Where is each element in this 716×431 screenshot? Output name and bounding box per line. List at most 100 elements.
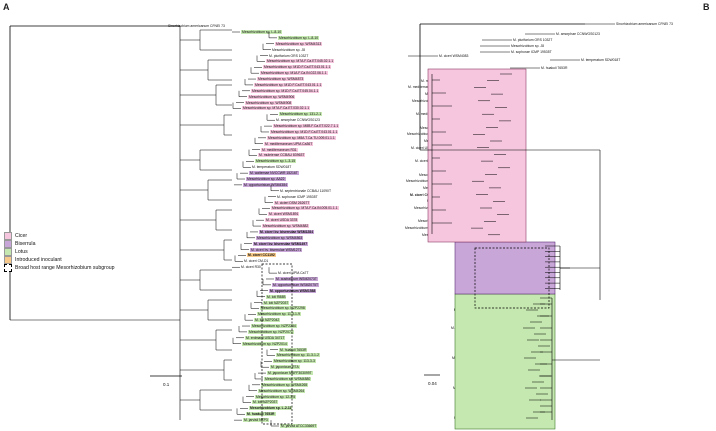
tip-label: M. ciceri bv. biserrulae WSM1284 [259, 229, 315, 234]
tip-label: M. opportunistum WSM2075T [272, 282, 320, 287]
legend-item-lotus: Lotus [4, 248, 115, 256]
tip-label: Mesorhizobium sp. WSM4265 [261, 382, 309, 387]
clade-highlight [454, 241, 556, 295]
tip-label: Mesorhizobium sp. M7A.F.Ca.IN.005.01.1.1 [271, 206, 339, 211]
tip-label: M. loti NZP2042 [254, 318, 281, 323]
legend-swatch-inoculant [4, 256, 12, 264]
legend-label-broad-host: Broad host range Mesorhizobium subgroup [15, 265, 115, 271]
legend-swatch-lotus [4, 248, 12, 256]
legend-item-broad-host: Broad host range Mesorhizobium subgroup [4, 264, 115, 272]
tip-label: M. australicum WSM2073T [275, 276, 318, 281]
tip-label: Mesorhizobium sp. M1D.F.Ca.ET.045.04.1.1 [251, 88, 320, 93]
scale-bar-b-label: 0.04 [428, 381, 437, 386]
legend-label-lotus: Lotus [15, 249, 28, 255]
tip-label: Mesorhizobium sp. L-3-15 [255, 159, 297, 164]
tip-label: Mesorhizobium sp. L-2-11 [249, 406, 293, 411]
tip-label: M. opportunistum WSM1588 [269, 288, 317, 293]
tip-label: Mesorhizobium sp. J8 [272, 47, 305, 52]
tip-label: Mesorhizobium sp. NZP2234 [251, 324, 297, 329]
tip-label: M. sophorae ICMP 19535T [277, 194, 318, 199]
tip-label: M. septentrionale CCBAU 11090T [280, 188, 332, 193]
tip-label: Mesorhizobium sp. WSM4880 [264, 376, 312, 381]
tip-label: M. ciceri WSM1891 [268, 212, 300, 217]
tip-label: Mesorhizobium sp. J8 [511, 44, 544, 48]
tip-label: M. erdmanii USDA 3471T [245, 335, 286, 340]
tip-label: Mesorhizobium sp. M8B.F.Ca.ET.022.7.1.1 [273, 124, 340, 129]
tip-label: Mesorhizobium sp. 11-3-1-2 [276, 353, 320, 358]
tip-label: M. loti NZP2037 [263, 300, 290, 305]
legend-swatch-cicer [4, 232, 12, 240]
tip-label: Mesorhizobium sp. WSM4906 [248, 94, 296, 99]
tip-label: M. ciceri CC1192 [410, 192, 437, 197]
tip-label: M. muleiense CCBAU 83963T [258, 153, 306, 158]
tip-label: M. waitemae NVCCWR 15216T [249, 171, 299, 176]
tip-label: Mesorhizobium sp. M8A.T.Ca.TU.009.01.1.1 [267, 135, 336, 140]
tip-label: Mesorhizobium sp. M1A.F.Ca.IN.022.06.1.1 [260, 71, 328, 76]
tip-label: Mesorhizobium sp. AA22 [246, 177, 286, 181]
legend-item-biserrula: Biserrula [4, 240, 115, 248]
tip-label: Mesorhizobium sp. WSM4863 [256, 235, 304, 240]
tip-label: Mesorhizobium sp. 11-3-1-9 [257, 312, 301, 317]
tip-label: Mesorhizobium sp. WSM4908 [245, 100, 293, 105]
tip-label: Mesorhizobium sp. WSM4875 [405, 226, 451, 231]
tip-label: Mesorhizobium sp. M1D.F.Ca.ET.043.01.1.1 [263, 65, 332, 70]
tip-label: Mesorhizobium sp. M1D.F.Ca.ET.043.01.1.1 [270, 129, 339, 134]
tip-label: M. sophorae ICMP 19535T [511, 50, 552, 54]
scale-bar-a-label: 0.1 [163, 382, 170, 387]
tip-label: M. ciceri R30 [241, 265, 261, 270]
legend: Cicer Biserrula Lotus Introduced inocula… [4, 232, 115, 272]
tip-label: M. ciceri USDA 3378 [265, 218, 299, 223]
tip-label: M. mediterraneum R31 [261, 147, 298, 152]
tip-label: M. jarvisii ATCC33669T [280, 424, 318, 428]
tip-label: M. ciceri CC1192 [247, 253, 276, 258]
legend-item-inoculant: Introduced inoculant [4, 256, 115, 264]
tip-label: M. ciceri bv. biserrulae WSM1271 [250, 247, 303, 252]
broad-host-box-a [261, 263, 293, 425]
panel-b-letter: B [703, 2, 710, 12]
tip-label: Mesorhizobium sp. L-8-10 [241, 30, 283, 34]
tip-label: M. loti NZP2037 [252, 400, 279, 405]
tip-label: Sinorhizobium americanum CFNEI 73 [168, 24, 225, 28]
legend-swatch-biserrula [4, 240, 12, 248]
tip-label: M. huakuii 7653R [246, 412, 276, 417]
tip-label: Mesorhizobium sp. 131-2-1 [279, 112, 323, 117]
tip-label: M. ciceri WSM4083 [439, 54, 469, 58]
tip-label: Mesorhizobium sp. NZP2298 [260, 306, 306, 311]
tip-label: Mesorhizobium sp. M7A.F.Ca.ET.030.02.1.1 [242, 106, 311, 111]
tip-label: Mesorhizobium sp. WSM4882 [262, 224, 310, 229]
legend-swatch-broad-host [4, 264, 12, 272]
tip-label: Mesorhizobium sp. M1D.F.Ca.ET.043.01.1.1 [254, 82, 323, 87]
tip-label: M. temperatum SDW018T [581, 58, 621, 62]
tip-label: M. ciceri CM-D1 [244, 259, 269, 264]
tip-label: Mesorhizobium sp. M7A.F.Ca.ET.045.02.1.1 [266, 59, 335, 64]
broad-host-box-b [474, 247, 550, 309]
tip-label: M. opportunistum WSM4384 [243, 182, 288, 187]
clade-highlight [454, 293, 556, 430]
tip-label: M. cicieri DSM 26267T [274, 200, 311, 205]
tip-label: M. amorphae CCNWGS0123 [556, 32, 600, 36]
tip-label: M. japonicum MAFF303099T [267, 371, 313, 376]
tip-label: Mesorhizobium sp. 12-3-5 [255, 394, 297, 399]
tip-label: M. ciceri CM-D1 [415, 159, 440, 164]
legend-label-cicer: Cicer [15, 233, 28, 239]
tip-label: M. temperatum SDW018T [252, 165, 292, 170]
tip-label: Mesorhizobium sp. NZP2077 [248, 329, 294, 334]
tip-label: M. ciceri USDA 3383T [411, 145, 445, 150]
tip-label: M. ciceri bv. biserrulae WSM1497 [253, 241, 309, 246]
tip-label: Mesorhizobium sp. WSM4313 [275, 41, 323, 46]
legend-item-cicer: Cicer [4, 232, 115, 240]
tip-label: Mesorhizobium sp. WSM4264 [258, 388, 306, 393]
tip-label: M. plurifarium ORS 1032T [513, 38, 553, 42]
tip-label: Mesorhizobium sp. NZP2014 [242, 341, 288, 346]
tip-label: M. huakuii 7653R [541, 66, 568, 70]
tip-label: Mesorhizobium sp. WSM4873 [257, 77, 305, 82]
tip-label: M. japonicum R7A [270, 365, 300, 370]
tip-label: Mesorhizobium sp. 113-3-3 [273, 359, 316, 364]
panel-a-letter: A [3, 2, 10, 12]
tip-label: Mesorhizobium sp. L-8-10 [278, 35, 320, 40]
clade-highlight [427, 68, 527, 243]
tip-label: M. jarvisii NZP3 [243, 418, 269, 423]
legend-label-biserrula: Biserrula [15, 241, 36, 247]
tip-label: M. mediterraneum UPM-Ca36T [264, 141, 314, 146]
